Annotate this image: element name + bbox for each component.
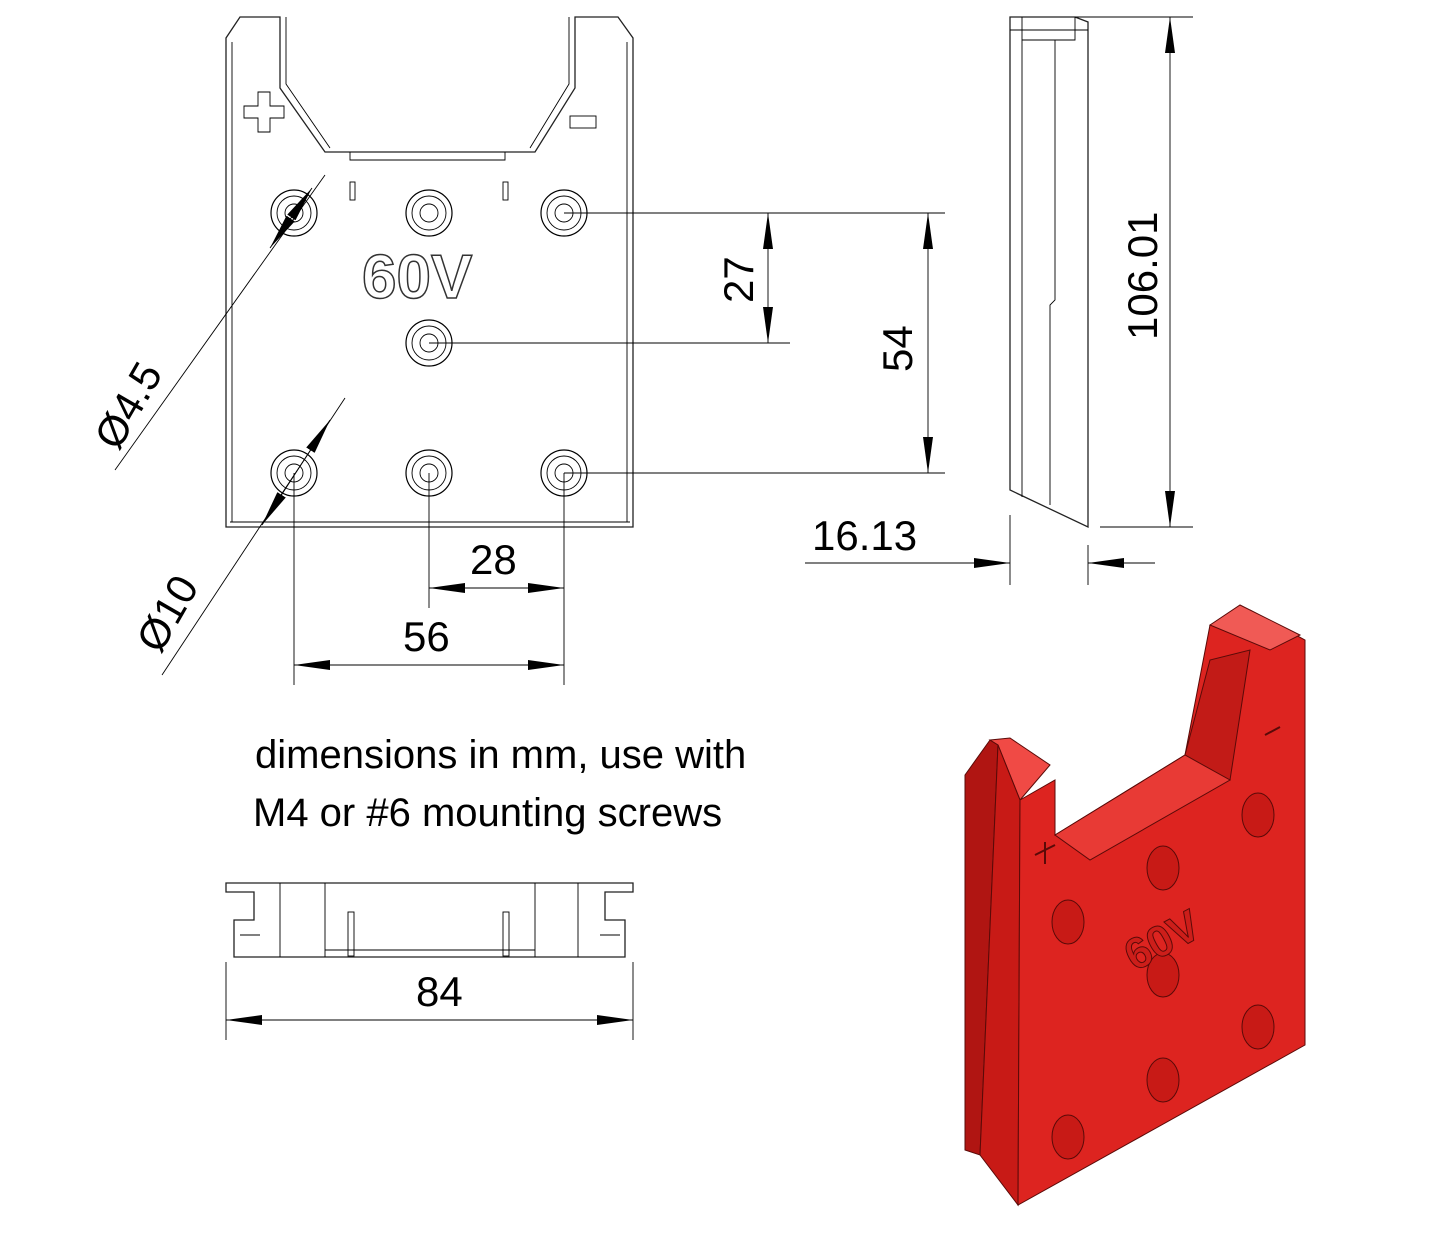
dim-horizontal-28: 28 bbox=[470, 536, 517, 583]
plus-emboss bbox=[243, 91, 285, 133]
bottom-view: 84 bbox=[225, 882, 634, 1040]
dim-hole-diameter: Ø4.5 bbox=[85, 354, 171, 456]
note: dimensions in mm, use with M4 or #6 moun… bbox=[253, 733, 746, 835]
dim-height: 106.01 bbox=[1119, 212, 1166, 340]
render-holes bbox=[1051, 792, 1275, 1160]
dim-vertical-54: 54 bbox=[874, 325, 921, 372]
isometric-render: 60V bbox=[964, 604, 1306, 1207]
front-plate-outline bbox=[225, 16, 634, 528]
dim-vertical-27: 27 bbox=[715, 256, 762, 303]
side-view: 106.01 16.13 bbox=[805, 16, 1193, 585]
dim-width: 84 bbox=[416, 968, 463, 1015]
front-view: 60V + - Ø4.5 Ø10 27 54 28 56 bbox=[85, 16, 945, 685]
note-line-2: M4 or #6 mounting screws bbox=[253, 791, 722, 835]
dim-counterbore-diameter: Ø10 bbox=[127, 567, 207, 659]
note-line-1: dimensions in mm, use with bbox=[255, 733, 746, 777]
minus-emboss bbox=[569, 115, 597, 129]
dim-horizontal-56: 56 bbox=[403, 613, 450, 660]
dim-thickness: 16.13 bbox=[812, 512, 917, 559]
embossed-60v-label: 60V bbox=[362, 243, 472, 312]
mounting-hole bbox=[405, 189, 453, 237]
